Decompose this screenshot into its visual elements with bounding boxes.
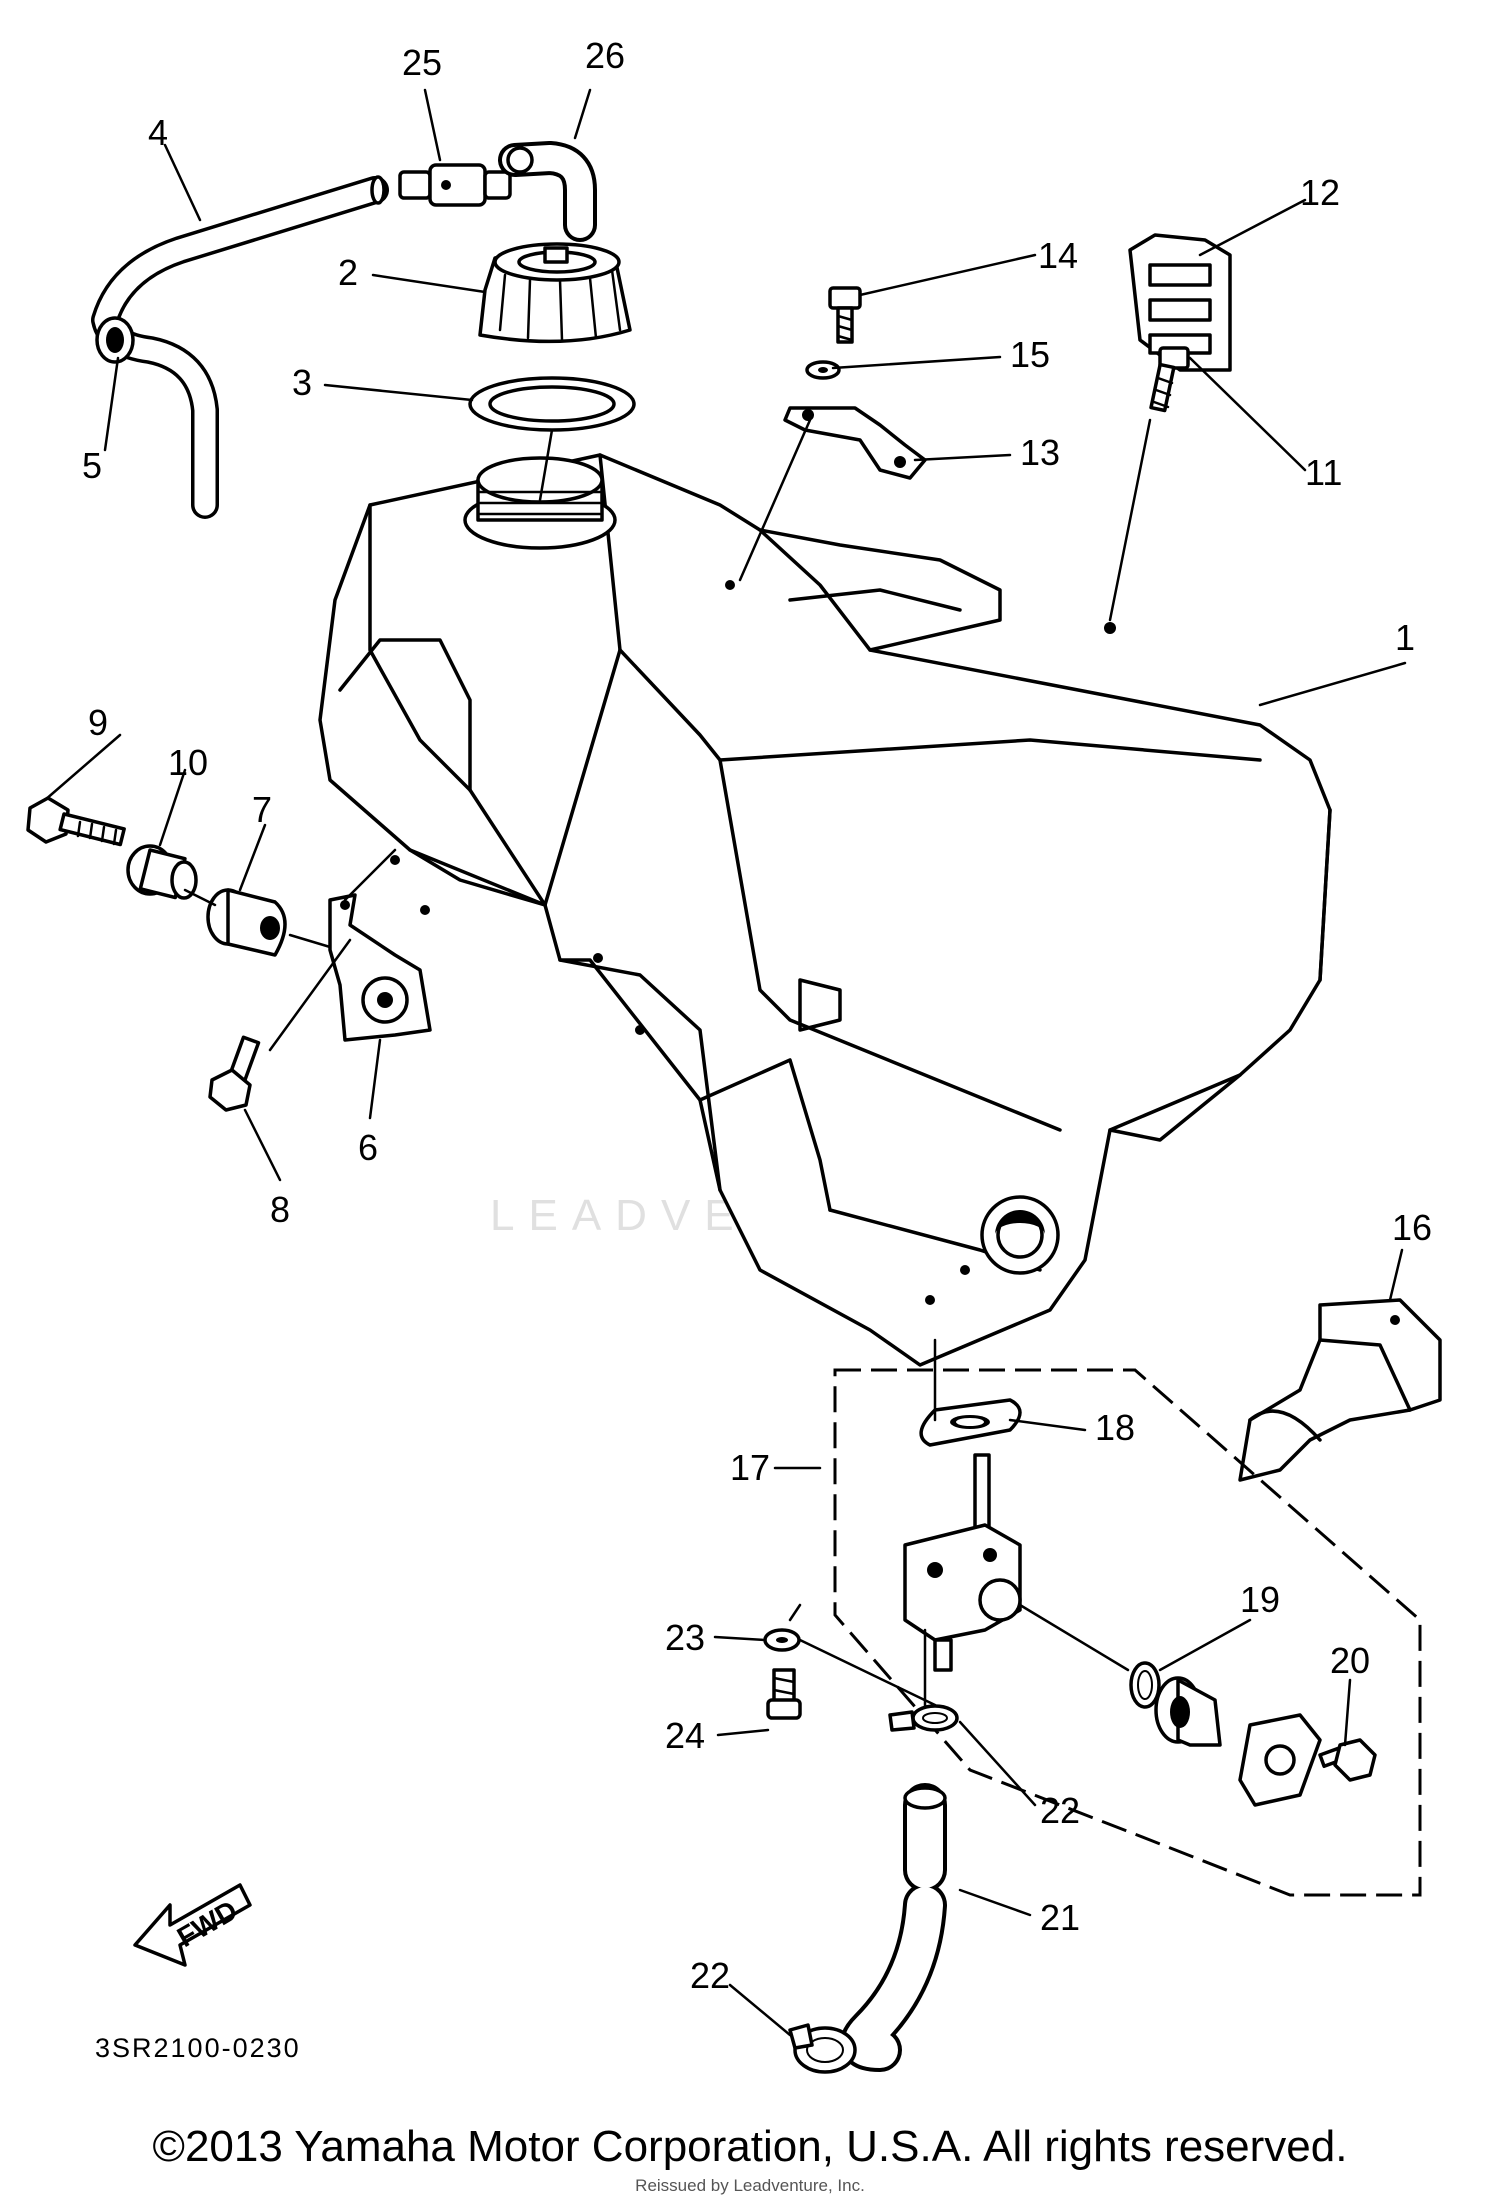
callout-23: 23 xyxy=(665,1617,705,1658)
callout-20: 20 xyxy=(1330,1640,1370,1681)
forward-direction-arrow: FWD xyxy=(133,1883,252,1967)
callout-16: 16 xyxy=(1392,1207,1432,1248)
mount-damper xyxy=(206,888,287,957)
callout-18: 18 xyxy=(1095,1407,1135,1448)
fuel-cock xyxy=(903,1453,1022,1672)
callout-24: 24 xyxy=(665,1715,705,1756)
callout-22-lower: 22 xyxy=(690,1955,730,1996)
breather-hose xyxy=(91,175,389,519)
tank-bracket xyxy=(783,406,927,480)
callout-8: 8 xyxy=(270,1189,290,1230)
heat-protector xyxy=(1238,1298,1442,1482)
callout-15: 15 xyxy=(1010,334,1050,375)
reissue-credit: Reissued by Leadventure, Inc. xyxy=(635,2176,865,2195)
bracket-washer xyxy=(805,360,841,380)
fuel-hose xyxy=(840,1783,947,2072)
callout-5: 5 xyxy=(82,445,102,486)
hose-clip xyxy=(95,316,135,364)
breather-check-valve xyxy=(398,163,512,207)
bracket-bolt xyxy=(828,286,862,344)
callout-6: 6 xyxy=(358,1127,378,1168)
callout-17: 17 xyxy=(730,1447,770,1488)
copyright-notice: ©2013 Yamaha Motor Corporation, U.S.A. A… xyxy=(152,2122,1348,2171)
callout-21: 21 xyxy=(1040,1897,1080,1938)
bracket-bolt-8 xyxy=(208,1035,261,1112)
o-ring xyxy=(1129,1661,1161,1709)
callout-22-upper: 22 xyxy=(1040,1790,1080,1831)
callout-25: 25 xyxy=(402,42,442,83)
callout-13: 13 xyxy=(1020,432,1060,473)
cap-gasket xyxy=(468,376,636,432)
hose-clamp-lower xyxy=(788,2023,857,2074)
lever-plate xyxy=(1238,1713,1322,1807)
hose-clamp-upper xyxy=(888,1704,959,1732)
callout-19: 19 xyxy=(1240,1579,1280,1620)
fuel-cap xyxy=(478,242,632,344)
diagram-part-code: 3SR2100-0230 xyxy=(95,2033,301,2063)
tank-bolt xyxy=(1149,346,1190,413)
fuel-cock-assembly-boundary xyxy=(833,1368,1422,1897)
callout-14: 14 xyxy=(1038,235,1078,276)
fuel-cock-lever xyxy=(1154,1676,1222,1747)
callout-11: 11 xyxy=(1305,452,1342,493)
callout-9: 9 xyxy=(88,702,108,743)
plate-screw xyxy=(1318,1738,1377,1782)
callout-26: 26 xyxy=(585,35,625,76)
mount-collar xyxy=(126,844,198,900)
rubber-strap xyxy=(1128,233,1232,372)
callout-2: 2 xyxy=(338,252,358,293)
cock-washer xyxy=(763,1628,801,1652)
tank-mount-bracket xyxy=(328,893,432,1042)
callout-3: 3 xyxy=(292,362,312,403)
leader-lines xyxy=(43,88,1407,2037)
cock-screw xyxy=(766,1668,802,1720)
breather-elbow xyxy=(498,141,597,242)
callout-1: 1 xyxy=(1395,617,1415,658)
callout-10: 10 xyxy=(168,742,208,783)
fuel-tank xyxy=(318,453,1332,1367)
fuel-cock-gasket xyxy=(919,1398,1022,1447)
callout-7: 7 xyxy=(252,789,272,830)
callout-12: 12 xyxy=(1300,172,1340,213)
mount-bolt xyxy=(26,796,126,847)
callout-4: 4 xyxy=(148,112,168,153)
callout-labels: 1 2 3 4 5 6 7 8 9 10 11 12 13 14 15 16 1… xyxy=(82,35,1432,1996)
